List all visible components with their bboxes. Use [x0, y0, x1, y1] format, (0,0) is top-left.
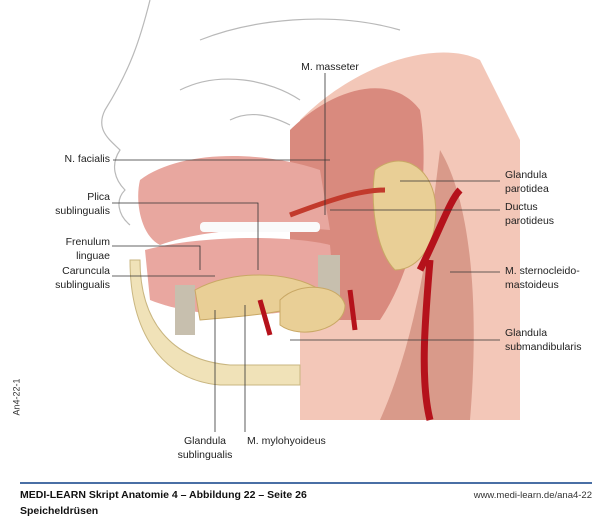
label-glandula-submandibularis: Glandula submandibularis — [505, 326, 581, 354]
label-caruncula-sublingualis: Caruncula sublingualis — [20, 264, 110, 292]
figure-code: An4-22-1 — [11, 378, 22, 416]
mandible-section — [175, 285, 195, 335]
label-line: Ductus — [505, 201, 538, 213]
parotid-duct — [289, 187, 386, 218]
label-glandula-parotidea: Glandula parotidea — [505, 168, 549, 196]
label-line: Frenulum — [65, 236, 110, 248]
label-line: Glandula — [183, 435, 227, 447]
label-plica-sublingualis: Plica sublingualis — [20, 190, 110, 218]
label-sternocleidomastoideus: M. sternocleido-mastoideus — [505, 264, 580, 292]
label-line: submandibularis — [505, 341, 582, 353]
leader-lines — [112, 73, 500, 432]
footer-url[interactable]: www.medi-learn.de/ana4-22 — [473, 490, 592, 501]
artery — [416, 187, 463, 421]
small-arteries — [257, 289, 358, 336]
salivary-glands-illustration — [101, 0, 520, 432]
label-line: sublingualis — [55, 279, 110, 291]
footer-subtitle: Speicheldrüsen — [20, 505, 99, 517]
footer-rule — [20, 482, 592, 484]
submandibular-gland — [279, 286, 346, 333]
label-facialis: N. facialis — [64, 153, 110, 165]
label-line: mastoideus — [505, 279, 559, 291]
label-line: sublingualis — [55, 205, 110, 217]
label-glandula-sublingualis: Glandula sublingualis — [165, 434, 245, 462]
label-line: linguae — [76, 250, 110, 262]
face-outline — [101, 0, 401, 226]
footer-title: MEDI-LEARN Skript Anatomie 4 – Abbildung… — [20, 489, 307, 501]
teeth — [200, 222, 320, 232]
label-ductus-parotideus: Ductus parotideus — [505, 200, 554, 228]
label-line: M. sternocleido- — [505, 265, 580, 277]
mandible — [129, 259, 301, 386]
label-mylohyoideus: M. mylohyoideus — [247, 435, 326, 447]
label-line: parotideus — [505, 215, 555, 227]
label-masseter: M. masseter — [301, 61, 359, 73]
label-line: Glandula — [505, 169, 548, 181]
label-line: Plica — [87, 191, 110, 203]
label-line: Glandula — [505, 327, 548, 339]
label-frenulum-linguae: Frenulum linguae — [20, 235, 110, 263]
label-line: sublingualis — [177, 449, 233, 461]
label-line: Caruncula — [62, 265, 110, 277]
label-line: parotidea — [505, 183, 549, 195]
